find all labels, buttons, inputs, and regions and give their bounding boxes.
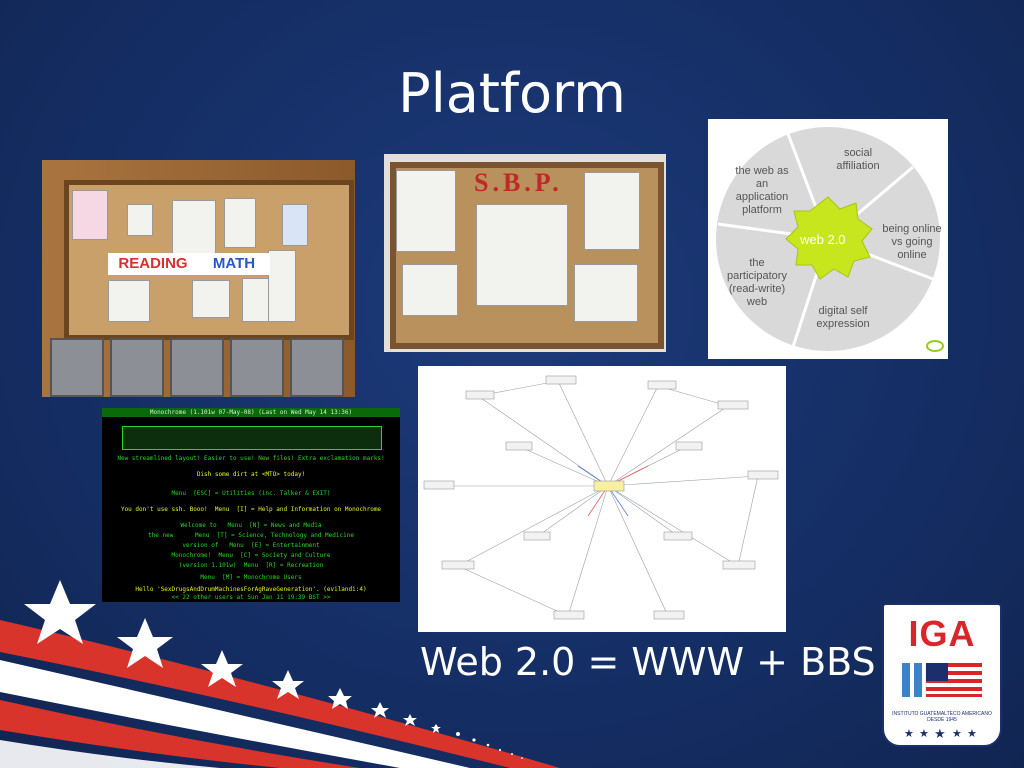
slide-title: Platform [398,62,626,125]
slide-caption: Web 2.0 = WWW + BBS [420,640,876,684]
terminal-line: New streamlined layout! Easier to use! N… [117,455,385,462]
founded-year: DESDE 1945 [927,717,957,723]
reading-sign: READING [108,253,198,275]
web20-wheel [716,127,940,351]
chair [110,338,164,397]
math-sign: MATH [198,253,270,275]
network-graph-image [418,366,786,632]
segment-participatory-web: the participatory (read-write) web [727,257,787,308]
stars-and-stripes-decoration [0,580,560,768]
chair [170,338,224,397]
poster [172,200,216,254]
poster [224,198,256,248]
terminal-line: Hello 'SexDrugsAndDrumMachinesForAgRaveG… [135,586,367,593]
svg-text:★: ★ [967,728,977,739]
terminal-line: Menu [ESC] = Utilities (inc. Talker & EX… [171,490,331,497]
iga-logo-text: IGA [908,613,976,654]
terminal-line: Dish some dirt at <MTO> today! [196,471,306,478]
terminal-line: << 22 other users at Sun Jan 11 19:39 BS… [171,594,331,601]
terminal-line: Monochrome (1.101w 07-May-08) (Last on W… [149,409,353,416]
web20-diagram: social affiliation being online vs going… [708,119,948,359]
poster [282,204,308,246]
network-graph [423,375,779,620]
chart-printout [402,264,458,316]
segment-digital-self-expression: digital self expression [816,305,870,330]
segment-social-affiliation: social affiliation [836,147,880,172]
svg-text:★: ★ [934,727,946,739]
terminal-line: (version 1.101w) Menu [R] = Recreation [178,562,324,569]
terminal-line: Menu [M] = Monochrome Users [200,574,302,581]
chair [290,338,344,397]
chair [50,338,104,397]
terminal-line: Monochrome! Menu [C] = Society and Cultu… [171,552,331,559]
notice [476,204,568,306]
web20-center-label: web 2.0 [800,232,846,247]
terminal-line: the new Menu [T] = Science, Technology a… [148,532,354,539]
bbs-terminal-screenshot: Monochrome (1.101w 07-May-08) (Last on W… [102,408,400,602]
svg-text:★: ★ [904,728,914,739]
poster [192,280,230,318]
flags-icon [902,663,982,697]
terminal-line: version of Menu [E] = Entertainment [182,542,320,549]
terminal-header-bar [102,408,400,417]
segment-application-platform: the web as an application platform [735,165,789,216]
terminal-line: You don't use ssh. Booo! Menu [I] = Help… [120,506,382,513]
notice [584,172,640,250]
svg-text:★: ★ [952,728,962,739]
stars-row-icon: ★ ★ ★ ★ ★ [904,727,977,739]
mini-logo-icon [926,340,944,352]
svg-text:★: ★ [919,728,929,739]
chart-printout [574,264,638,322]
sbp-heading: S.B.P. [474,168,563,197]
poster [72,190,108,240]
poster [268,250,296,322]
iga-logo: IGA INSTITUTO GUATEMALTECO AMERICANO DES… [882,603,1002,747]
notice [396,170,456,252]
bulletin-board-photo: READING MATH [42,160,355,397]
segment-being-online: being online vs going online [882,223,942,261]
chair [230,338,284,397]
bbs-banner-logo [122,426,382,450]
iga-logo-caption: INSTITUTO GUATEMALTECO AMERICANO DESDE 1… [888,711,996,723]
poster [108,280,150,322]
terminal-line: Welcome to Menu [N] = News and Media [180,522,322,529]
sbp-board-photo: S.B.P. [384,154,666,352]
poster [127,204,153,236]
institute-name: INSTITUTO GUATEMALTECO AMERICANO [892,711,992,717]
